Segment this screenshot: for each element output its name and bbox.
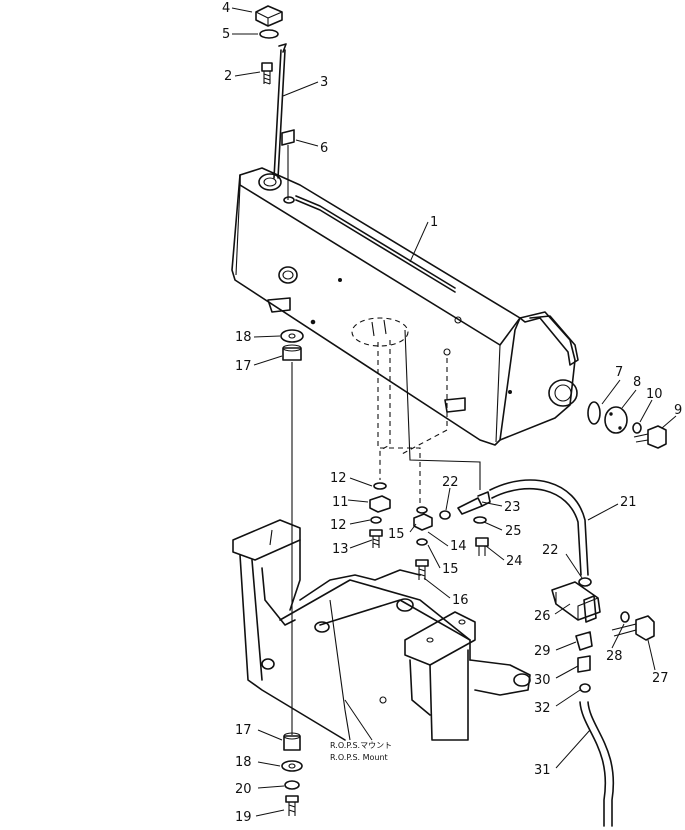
mount-leader: [379, 340, 391, 480]
breather-plug: [281, 129, 295, 204]
callout-label: 16: [452, 593, 469, 608]
callout-label: 6: [320, 141, 328, 156]
mount-leader: [399, 358, 448, 456]
callout-label: 28: [606, 649, 623, 664]
callout-label: 29: [534, 644, 551, 659]
cover-plate: [587, 401, 667, 449]
callout-label: 20: [235, 782, 252, 797]
callout-label: 12: [330, 471, 347, 486]
callout-label: 30: [534, 673, 551, 688]
callout-label: 14: [450, 539, 467, 554]
callout-label: 11: [332, 495, 349, 510]
callout-label: 3: [320, 75, 328, 90]
hardware-stack-left: [369, 482, 391, 548]
callout-label: 22: [442, 475, 459, 490]
callout-label: 8: [633, 375, 641, 390]
fuel-line-fittings: [439, 491, 491, 556]
hose-leader: [404, 329, 481, 490]
callout-label: 4: [222, 1, 230, 16]
level-gauge: [261, 62, 273, 85]
callout-label: 18: [235, 330, 252, 345]
drain-hose: [579, 701, 615, 827]
rops-mount-note: R.O.P.S.マウント R.O.P.S. Mount: [330, 699, 392, 762]
mount-leader: [377, 342, 421, 508]
callout-label: 23: [504, 500, 521, 515]
callout-label: 25: [505, 524, 522, 539]
callout-label: 12: [330, 518, 347, 533]
valve-assembly: [551, 577, 655, 693]
callout-label: 7: [615, 365, 623, 380]
hardware-stack-right: [413, 506, 433, 580]
fuel-hose: [489, 479, 589, 576]
callout-label: 1: [430, 215, 438, 230]
mount-left: [280, 329, 304, 735]
callout-label: 17: [235, 723, 252, 738]
rops-note-line-2: R.O.P.S. Mount: [330, 753, 388, 762]
callout-label: 10: [646, 387, 663, 402]
rops-note-line-1: R.O.P.S.マウント: [330, 741, 392, 750]
mount-lower-hardware: [281, 732, 303, 816]
callout-label: 2: [224, 69, 232, 84]
callout-numbers: 4 5 2 3 6 1 18 17 7 8 10 9 12 11 12 13 2…: [222, 1, 682, 825]
callout-label: 15: [442, 562, 459, 577]
callout-label: 15: [388, 527, 405, 542]
gasket: [259, 29, 279, 39]
callout-label: 18: [235, 755, 252, 770]
callout-label: 27: [652, 671, 669, 686]
callout-label: 31: [534, 763, 551, 778]
callout-label: 22: [542, 543, 559, 558]
callout-label: 19: [235, 810, 252, 825]
callout-label: 21: [620, 495, 637, 510]
dip-stick: [273, 43, 287, 179]
callout-label: 24: [506, 554, 523, 569]
callout-leaders: [231, 7, 677, 817]
callout-label: 32: [534, 701, 551, 716]
filler-cap: [255, 5, 283, 27]
rops-frame: [232, 519, 531, 741]
callout-label: 9: [674, 403, 682, 418]
callout-label: 13: [332, 542, 349, 557]
fuel-tank: [231, 167, 579, 446]
callout-label: 5: [222, 27, 230, 42]
callout-label: 26: [534, 609, 551, 624]
callout-label: 17: [235, 359, 252, 374]
